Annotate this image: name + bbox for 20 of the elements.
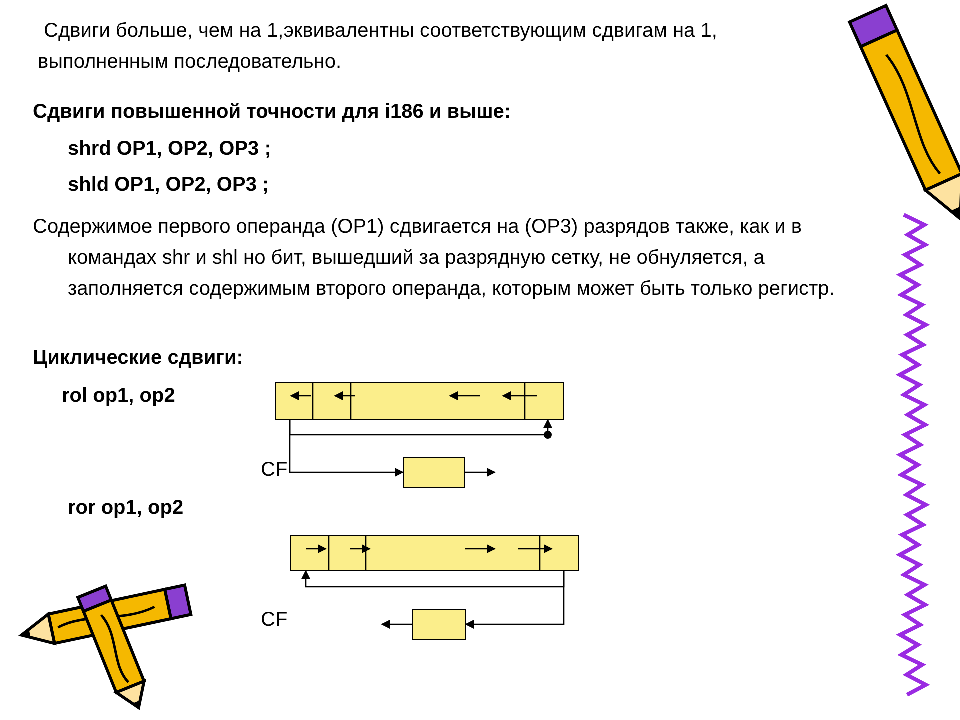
flag-label: CF bbox=[261, 608, 289, 633]
carry-flag-box bbox=[403, 457, 465, 488]
arrow bbox=[289, 419, 552, 436]
arrow bbox=[381, 620, 412, 629]
code-line: shld OP1, OP2, OP3 ; bbox=[68, 173, 270, 198]
section-heading: Циклические сдвиги: bbox=[33, 346, 244, 371]
code-line: rol op1, op2 bbox=[62, 384, 176, 409]
section-heading: Сдвиги повышенной точности для i186 и выше: bbox=[33, 100, 512, 125]
arrow bbox=[302, 570, 565, 588]
arrow bbox=[289, 420, 404, 477]
arrow bbox=[465, 468, 496, 477]
code-line: ror op1, op2 bbox=[68, 496, 185, 521]
arrow bbox=[465, 571, 565, 629]
register-bar bbox=[275, 382, 564, 420]
carry-flag-box bbox=[412, 609, 466, 640]
paragraph: Содержимое первого операнда (OP1) сдвигается на (OP3) разрядов также, как и в командах shr и shl но бит, вышедший за разрядную сетку, не обнуляется, а заполняется содержимым второго операнда, которым может быть только регистр. bbox=[33, 215, 836, 302]
flag-label: CF bbox=[261, 458, 289, 483]
code-line: shrd OP1, OP2, OP3 ; bbox=[68, 137, 272, 162]
register-bar bbox=[290, 535, 579, 571]
paragraph: Сдвиги больше, чем на 1,эквивалентны соответствующим сдвигам на 1, выполненным последовательно. bbox=[38, 19, 718, 75]
